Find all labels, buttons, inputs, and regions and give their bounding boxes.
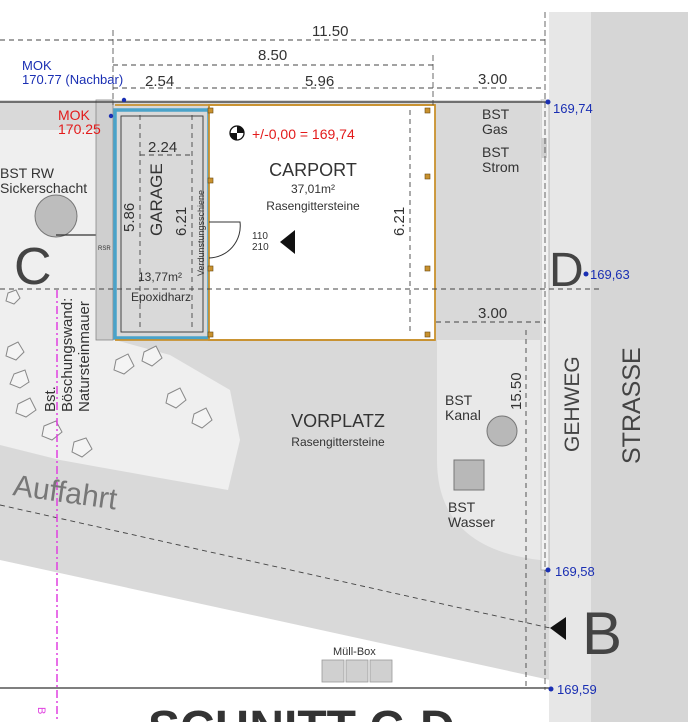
garage-outline <box>113 108 211 340</box>
dim-right-bottom: 3.00 <box>478 305 507 322</box>
curb-notch <box>541 138 547 158</box>
muell-box-label: Müll-Box <box>333 646 376 658</box>
strasse-label: STRASSE <box>618 347 646 464</box>
bst-gas-label-1: BST <box>482 106 510 122</box>
carport-outline <box>208 104 436 341</box>
garage-inner <box>120 115 204 333</box>
door-height: 210 <box>252 242 269 253</box>
dim-garage-width: 2.24 <box>148 139 177 156</box>
bst-kanal-label-2: Kanal <box>445 407 481 423</box>
section-b-small-label: B <box>35 707 47 714</box>
verdunstung-label: Verdunstungsschiene <box>196 190 206 276</box>
muell-box-units <box>321 659 393 683</box>
section-d-label: D <box>549 244 584 297</box>
entrance-arrow <box>280 230 295 254</box>
dim-mid: 8.50 <box>258 47 287 64</box>
wall-label-1: Böschungswand: <box>59 298 76 412</box>
level-mark-icon <box>229 125 245 141</box>
mok-own-label: MOK <box>58 107 91 123</box>
wall-label-2: Natursteinmauer <box>76 301 93 412</box>
garage-area: 13,77m² <box>138 270 182 284</box>
garage-door-swing <box>208 221 241 259</box>
bst-strom-label-2: Strom <box>482 159 519 175</box>
dim-left: 2.54 <box>145 73 174 90</box>
section-b-label: B <box>582 600 622 667</box>
bst-rw-label-1: BST RW <box>0 165 55 181</box>
dim-carport-depth: 6.21 <box>391 207 408 236</box>
vorplatz-title: VORPLATZ <box>291 411 385 431</box>
sickerschacht-circle <box>34 194 78 238</box>
bottom-section-title: SCHNITT C-D <box>148 702 455 722</box>
garage-wall-band <box>95 99 114 341</box>
bst-gas-label-2: Gas <box>482 121 508 137</box>
carport-title: CARPORT <box>269 160 357 180</box>
mok-neighbor-label: MOK <box>22 58 52 73</box>
section-c-label: C <box>14 238 52 296</box>
extension-lines <box>112 12 546 690</box>
dim-garage-depth-inner: 6.21 <box>173 207 190 236</box>
gehweg-label: GEHWEG <box>561 356 584 452</box>
rsr-label: RSR <box>98 246 111 252</box>
garage-title: GARAGE <box>147 163 166 236</box>
bst-pocket <box>437 340 540 560</box>
level-reference: +/-0,00 = 169,74 <box>252 126 355 142</box>
gehweg-strip <box>549 12 591 722</box>
bst-wasser-label-2: Wasser <box>448 514 495 530</box>
mok-neighbor-value: 170.77 (Nachbar) <box>22 72 123 87</box>
bst-kanal-label-1: BST <box>445 392 473 408</box>
dim-overall: 11.50 <box>312 23 348 40</box>
dim-right-top: 3.00 <box>478 71 507 88</box>
elevation-d-point: 169,63 <box>590 267 630 282</box>
elevation-mid-right: 169,58 <box>555 564 595 579</box>
strasse-strip <box>591 12 688 722</box>
dimension-lines <box>0 39 600 688</box>
stone-wall <box>5 289 213 458</box>
elevation-points <box>108 97 589 692</box>
dim-vertical-right: 15.50 <box>508 372 525 410</box>
bst-kanal-circle <box>486 415 518 447</box>
dim-garage-depth-outer: 5.86 <box>121 203 138 232</box>
door-width: 110 <box>252 231 268 242</box>
bst-strom-label-1: BST <box>482 144 510 160</box>
carport-posts <box>207 107 431 338</box>
vorplatz-surface: Rasengittersteine <box>291 435 385 449</box>
bst-rw-label-2: Sickerschacht <box>0 180 87 196</box>
elevation-top-right: 169,74 <box>553 101 593 116</box>
bst-wasser-box <box>453 459 485 491</box>
garage-floor: Epoxidharz <box>131 290 191 304</box>
carport-surface: Rasengittersteine <box>266 199 360 213</box>
dim-carport-width: 5.96 <box>305 73 334 90</box>
mok-own-value: 170.25 <box>58 121 101 137</box>
section-b-arrow <box>550 617 566 640</box>
bst-wasser-label-1: BST <box>448 499 476 515</box>
elevation-bottom-right: 169,59 <box>557 682 597 697</box>
wall-label-3: Bst. <box>42 386 59 412</box>
carport-area: 37,01m² <box>291 182 335 196</box>
